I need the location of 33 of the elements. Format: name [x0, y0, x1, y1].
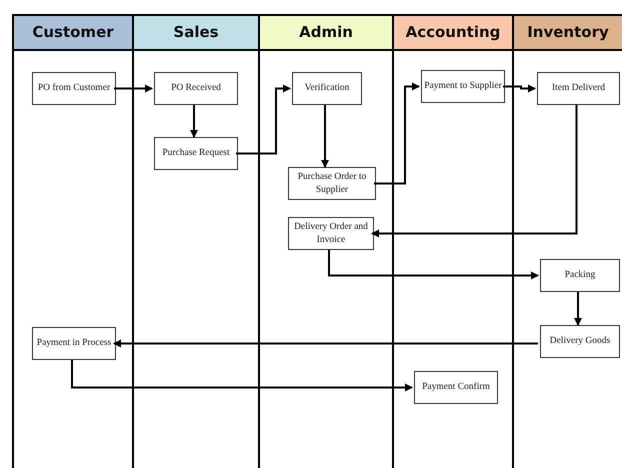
swimlane	[12, 14, 132, 468]
arrow	[71, 360, 413, 392]
arrow	[190, 105, 198, 138]
arrow	[236, 84, 291, 154]
process-box: Delivery Goods	[540, 325, 620, 358]
lane-header: Accounting	[394, 14, 512, 51]
lane-header: Customer	[14, 14, 132, 51]
process-box: Payment Confirm	[414, 371, 498, 404]
lane-header: Admin	[260, 14, 392, 51]
process-box: Payment in Process	[32, 327, 116, 360]
swimlane	[512, 14, 622, 468]
process-box: PO from Customer	[32, 72, 116, 105]
process-box: Item Deliverd	[537, 72, 620, 105]
process-box: Payment to Supplier	[421, 70, 505, 103]
process-box: Packing	[540, 259, 620, 292]
process-box: Purchase Request	[154, 137, 238, 170]
arrow	[374, 82, 420, 184]
swimlane	[132, 14, 258, 468]
arrow	[113, 340, 538, 348]
lane-header: Inventory	[514, 14, 622, 51]
arrow	[321, 105, 329, 168]
process-box: PO Received	[154, 72, 238, 105]
process-box: Delivery Order and Invoice	[288, 217, 374, 250]
process-box: Verification	[292, 72, 362, 105]
arrow	[574, 292, 582, 326]
arrow	[503, 84, 536, 92]
process-box: Purchase Order to Supplier	[288, 167, 376, 200]
swimlane	[392, 14, 512, 468]
arrow	[328, 250, 539, 280]
swimlane	[258, 14, 392, 468]
lane-header: Sales	[134, 14, 258, 51]
arrow	[114, 84, 153, 92]
arrow	[371, 105, 578, 238]
